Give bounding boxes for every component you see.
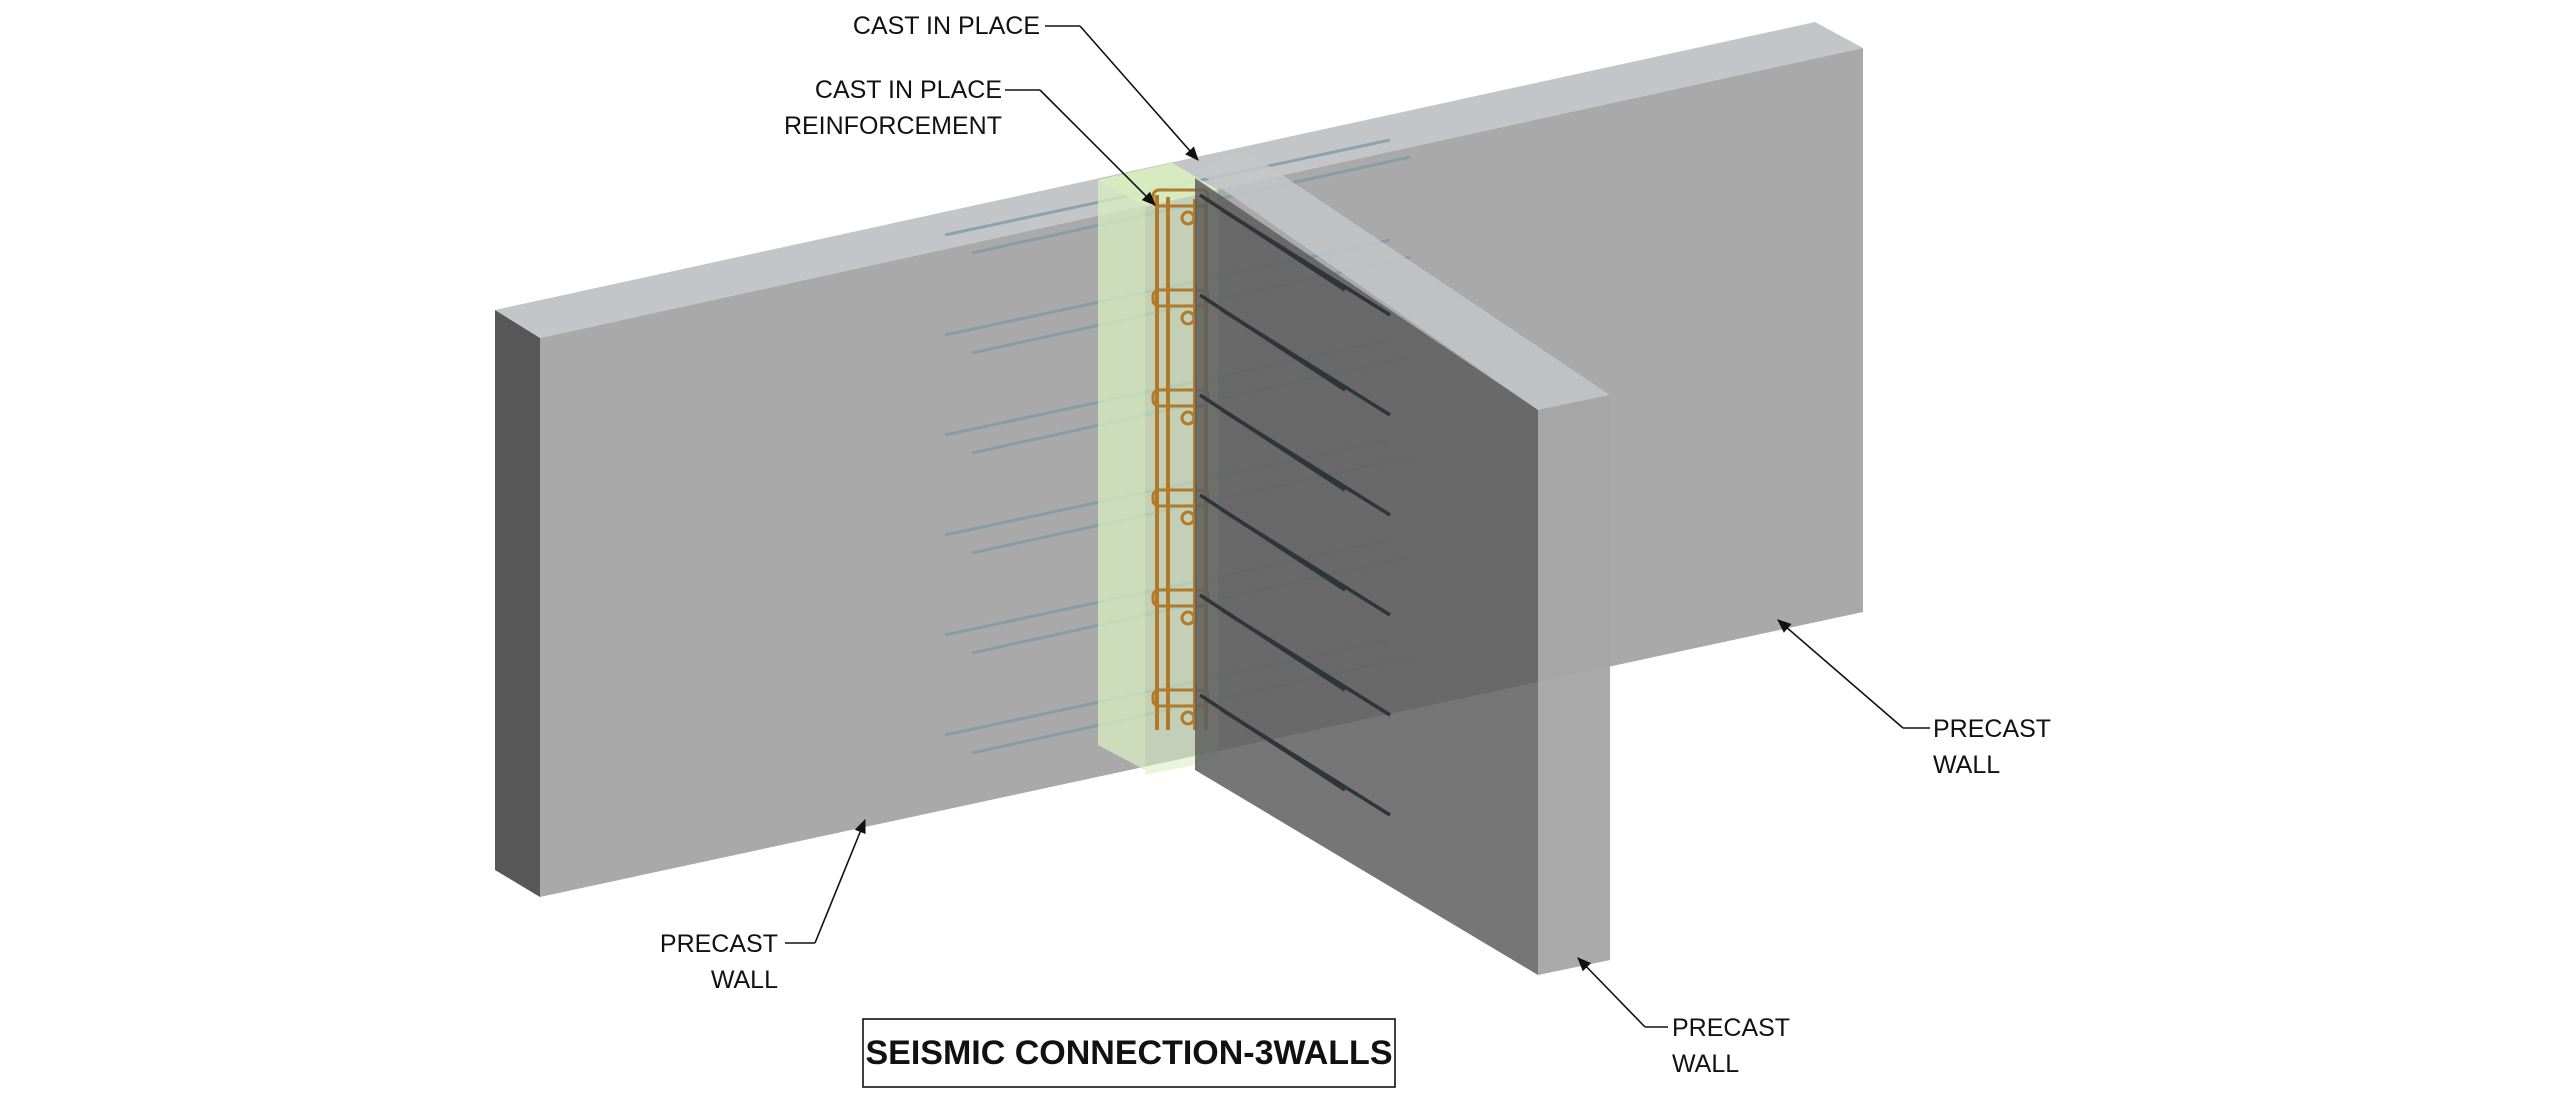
label-precast-wall-bottom-line1: PRECAST xyxy=(1672,1014,1790,1042)
title-frame xyxy=(862,1018,1396,1088)
rebar-cross-line xyxy=(1221,608,1391,717)
cross-wall-top-face xyxy=(1195,150,1610,410)
cross-wall-side-face xyxy=(1195,178,1538,975)
cip-top-face xyxy=(1098,163,1218,207)
callout-cast-in-place: CAST IN PLACE xyxy=(853,12,1199,161)
label-cast-in-place: CAST IN PLACE xyxy=(853,12,1040,40)
callout-precast-wall-right: PRECAST WALL xyxy=(1777,619,2051,779)
rebar-cross-line xyxy=(1221,508,1391,617)
arrow-cast-in-place xyxy=(1079,25,1199,161)
callout-precast-wall-bottom: PRECAST WALL xyxy=(1577,957,1790,1078)
main-wall-end-face xyxy=(495,310,540,897)
label-precast-wall-right-line1: PRECAST xyxy=(1933,715,2051,743)
arrow-precast-wall-right xyxy=(1777,619,1904,729)
label-precast-wall-bottom-line2: WALL xyxy=(1672,1050,1739,1078)
label-precast-wall-left-line1: PRECAST xyxy=(660,930,778,958)
callout-cip-reinforcement: CAST IN PLACE REINFORCEMENT xyxy=(784,76,1156,206)
arrow-precast-wall-left xyxy=(814,818,866,944)
rebar-cross-line xyxy=(1221,408,1391,517)
callout-precast-wall-left: PRECAST WALL xyxy=(660,818,866,994)
rebar-cross-line xyxy=(1221,208,1391,317)
label-precast-wall-left-line2: WALL xyxy=(711,966,778,994)
label-cip-reinforcement-line2: REINFORCEMENT xyxy=(784,112,1002,140)
arrow-precast-wall-bottom xyxy=(1577,957,1646,1028)
cross-precast-wall xyxy=(1195,150,1610,975)
rebar-group-cross xyxy=(1199,193,1391,817)
rebar-cross-line xyxy=(1221,308,1391,417)
arrow-cip-reinforcement xyxy=(1039,89,1156,206)
label-precast-wall-right-line2: WALL xyxy=(1933,751,2000,779)
label-cip-reinforcement-line1: CAST IN PLACE xyxy=(815,76,1002,104)
cross-wall-end-face xyxy=(1538,395,1610,975)
cip-left-face xyxy=(1098,180,1145,770)
rebar-cross-line xyxy=(1221,708,1391,817)
title-text: SEISMIC CONNECTION-3WALLS xyxy=(865,1034,1392,1072)
diagram-title: SEISMIC CONNECTION-3WALLS xyxy=(862,1018,1396,1088)
